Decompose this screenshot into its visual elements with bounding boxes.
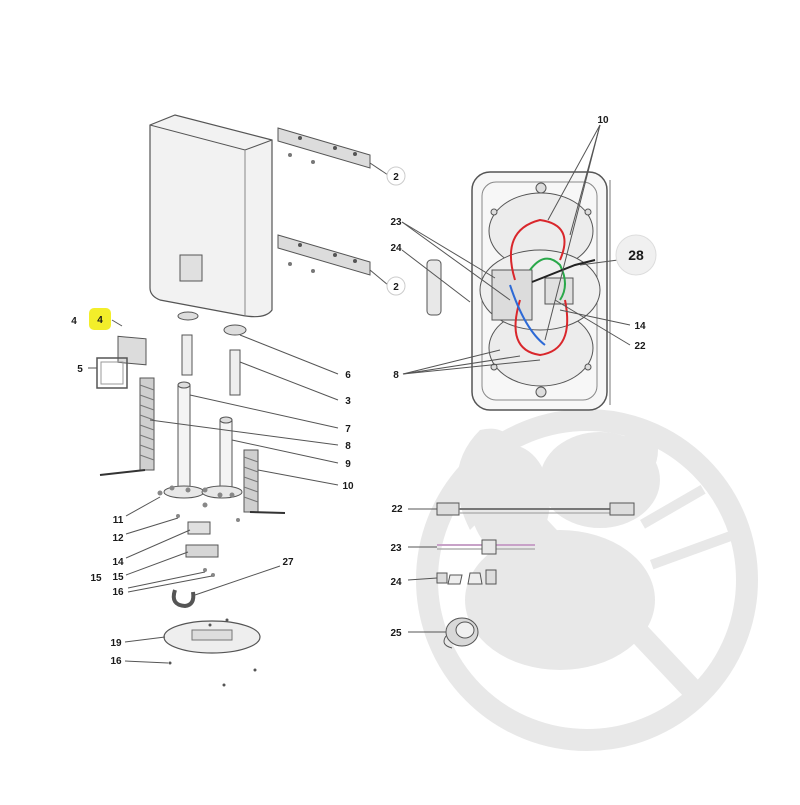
callout-12: 12 xyxy=(112,533,124,544)
callout-labels: 2 2 4 4 5 6 3 7 8 9 10 11 12 14 15 15 16… xyxy=(71,115,657,667)
callout-8-rear: 8 xyxy=(393,370,399,381)
callout-22-part: 22 xyxy=(391,504,403,515)
callout-22-rear: 22 xyxy=(634,341,646,352)
connector-24 xyxy=(436,569,497,585)
callout-15-mid: 15 xyxy=(112,572,124,583)
callout-2-upper: 2 xyxy=(393,172,399,183)
fastener-set xyxy=(157,485,240,522)
control-panel-cover xyxy=(117,335,147,366)
callout-10-right: 10 xyxy=(597,115,609,126)
cable-23 xyxy=(437,539,535,555)
callout-24-rear: 24 xyxy=(390,243,402,254)
cable-22 xyxy=(436,502,635,516)
callout-28-bubble xyxy=(615,234,657,276)
rear-view-panel xyxy=(471,171,611,411)
callout-9: 9 xyxy=(345,459,351,470)
callout-24-part: 24 xyxy=(390,577,402,588)
sheath-7 xyxy=(163,381,205,499)
bottom-cover xyxy=(163,618,261,687)
thermostat-14 xyxy=(187,521,211,535)
side-cover-24 xyxy=(426,259,442,316)
water-heater-tank xyxy=(149,114,273,336)
heating-element-left xyxy=(99,377,155,476)
anode-3 xyxy=(229,349,241,396)
callout-3: 3 xyxy=(345,396,351,407)
wall-bracket-upper xyxy=(277,127,371,169)
callout-4-highlight xyxy=(89,308,111,330)
control-board-15 xyxy=(185,544,219,558)
callout-23-rear: 23 xyxy=(390,217,402,228)
drain-hose xyxy=(171,589,196,609)
callout-8: 8 xyxy=(345,441,351,452)
cover-gasket xyxy=(96,357,128,389)
callout-28: 28 xyxy=(628,247,644,263)
callout-16-upper: 16 xyxy=(112,587,124,598)
callout-7: 7 xyxy=(345,424,351,435)
tube-6 xyxy=(181,334,193,376)
callout-11: 11 xyxy=(113,515,124,526)
wiring-harness xyxy=(509,218,596,357)
callout-16-lower: 16 xyxy=(110,656,122,667)
callout-4-plain: 4 xyxy=(71,316,77,327)
callout-10-left: 10 xyxy=(342,481,354,492)
leader-lines xyxy=(88,124,631,664)
callout-25: 25 xyxy=(390,628,402,639)
callout-27: 27 xyxy=(282,557,294,568)
callout-15-left: 15 xyxy=(90,573,102,584)
callout-6: 6 xyxy=(345,370,351,381)
wall-bracket-lower xyxy=(277,234,371,276)
callout-23-part: 23 xyxy=(390,543,402,554)
callout-14-rear: 14 xyxy=(634,321,646,332)
callout-5: 5 xyxy=(77,364,83,375)
callout-2-lower: 2 xyxy=(393,282,399,293)
callout-14-left: 14 xyxy=(112,557,124,568)
fitting-25 xyxy=(443,617,479,649)
callout-19: 19 xyxy=(110,638,122,649)
heating-element-right xyxy=(243,449,286,514)
callout-2-bubble xyxy=(386,166,406,186)
callout-4-highlighted: 4 xyxy=(97,315,103,326)
